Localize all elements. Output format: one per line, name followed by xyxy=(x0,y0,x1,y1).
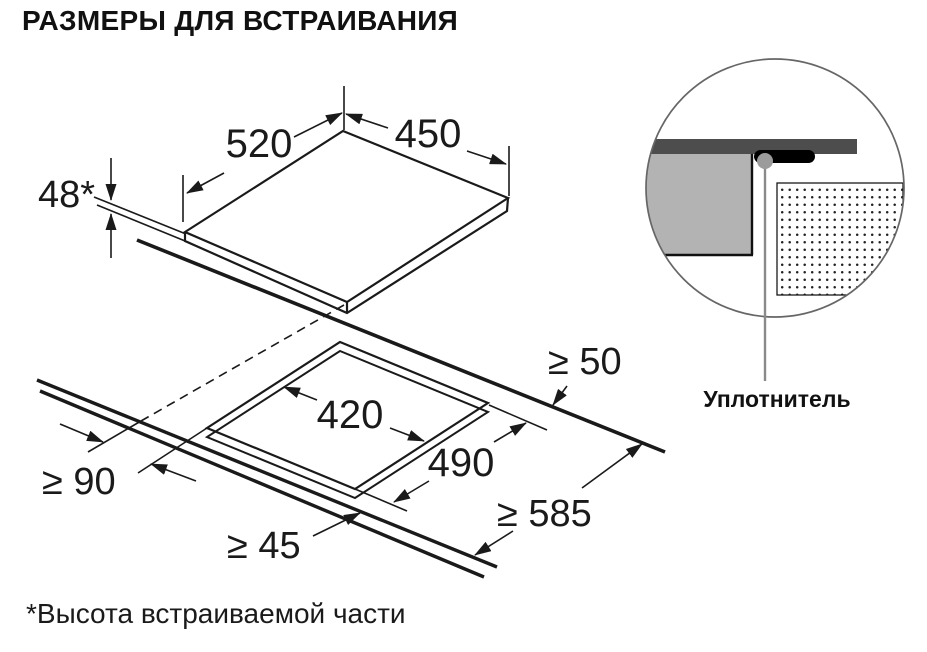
front-clearance-label: ≥ 45 xyxy=(227,525,301,567)
projection-dashed-line xyxy=(140,304,345,422)
projection-extension-line xyxy=(87,420,142,453)
side-clearance-dimension: ≥ 90 xyxy=(42,423,197,503)
worktop-front-edge-top xyxy=(36,378,498,569)
worktop-front-edge-bottom xyxy=(39,389,485,579)
rear-clearance-dimension: ≥ 50 xyxy=(548,341,622,406)
seal-detail-view: Уплотнитель xyxy=(645,58,905,412)
cutout-width-label: 420 xyxy=(317,393,384,437)
footnote: *Высота встраиваемой части xyxy=(26,598,406,629)
cutout-ext-right xyxy=(488,404,548,431)
page-title: РАЗМЕРЫ ДЛЯ ВСТРАИВАНИЯ xyxy=(22,5,458,36)
cutout-width-dimension: 420 xyxy=(283,386,425,442)
cutout-depth-label: 490 xyxy=(428,441,495,485)
rear-clearance-label: ≥ 50 xyxy=(548,341,622,383)
worktop-depth-dimension: ≥ 585 xyxy=(474,443,643,556)
dimension-ticks xyxy=(182,86,510,222)
side-clearance-label: ≥ 90 xyxy=(42,461,116,503)
hob-body-edge xyxy=(183,197,510,315)
hob-glass-section xyxy=(646,139,857,154)
hob-width-label: 520 xyxy=(226,122,293,166)
cutout-ext-left xyxy=(137,427,208,474)
seal-label: Уплотнитель xyxy=(703,386,850,412)
worktop-drawing xyxy=(36,238,666,579)
hob-isometric-drawing xyxy=(182,129,511,315)
seal-callout-dot xyxy=(757,153,773,169)
hob-width-dimension: 520 xyxy=(186,112,343,194)
hob-height-label: 48* xyxy=(38,174,95,216)
worktop-chipboard-section xyxy=(776,182,904,296)
worktop-rear-edge xyxy=(136,238,666,454)
front-clearance-dimension: ≥ 45 xyxy=(227,512,361,567)
cutout-outline xyxy=(137,340,548,512)
cabinet-section xyxy=(646,154,752,255)
hob-depth-label: 450 xyxy=(395,112,462,156)
hob-height-dimension: 48* xyxy=(38,158,191,258)
hob-depth-dimension: 450 xyxy=(345,112,507,165)
cutout-ext-front xyxy=(354,488,408,512)
cutout-depth-dimension: 490 xyxy=(393,422,527,503)
worktop-depth-label: ≥ 585 xyxy=(497,493,592,535)
detail-circle xyxy=(645,58,905,318)
